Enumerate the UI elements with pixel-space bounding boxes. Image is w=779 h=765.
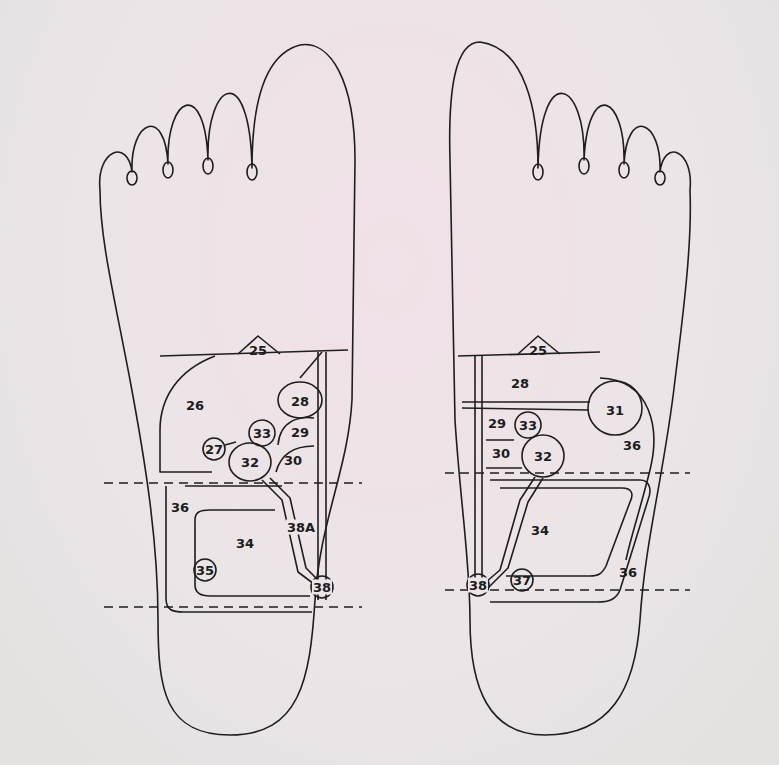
callout-number: 32 [240,455,260,470]
callout-number: 38 [468,578,488,593]
callout-number: 38A [286,520,316,535]
zone-line [490,480,650,602]
zone-outline [522,435,564,477]
toe-crease [163,162,173,178]
callout-number: 35 [195,563,215,578]
zone-line [500,488,632,576]
callout-number: 36 [622,438,642,453]
zone-circle [467,574,489,596]
toe-crease [655,171,665,185]
zone-line [317,352,319,600]
callout-number: 33 [518,418,538,433]
zone-line [278,418,314,445]
callout-number: 29 [487,416,507,431]
toe-crease [203,158,213,174]
zone-line [166,486,312,612]
zone-circle [515,412,541,438]
zone-line [270,478,316,578]
foot-outline [100,45,355,735]
zone-circle [194,559,216,581]
zone-line [486,477,535,582]
toe-crease [127,171,137,185]
guide-line [104,482,362,483]
callout-number: 29 [290,425,310,440]
zone-outline [278,382,322,418]
callout-number: 33 [252,426,272,441]
foot-outline [450,42,691,735]
zone-line [474,356,476,592]
callout-number: 34 [235,536,255,551]
callout-number: 34 [530,523,550,538]
guide-line [104,606,362,607]
callout-number: 28 [290,394,310,409]
callout-number: 28 [510,376,530,391]
toe-crease [579,158,589,174]
zone-line [225,442,236,445]
toe-crease [247,164,257,180]
zone-line [185,485,282,487]
zone-circle [511,569,533,591]
zone-line [481,356,483,592]
toe-crease [619,162,629,178]
zone-line [276,446,314,472]
zone-circle [311,576,333,598]
zone-circle [203,438,225,460]
callout-number: 26 [185,398,205,413]
callout-number: 30 [491,446,511,461]
zone-line [325,352,327,600]
guide-line [445,472,690,473]
callout-number: 32 [533,449,553,464]
callout-number: 36 [618,565,638,580]
zone-circle [249,420,275,446]
callout-number: 37 [512,573,532,588]
zone-line [600,378,654,560]
zone-line [486,440,522,468]
callout-number: 27 [204,442,224,457]
callout-number: 31 [605,403,625,418]
toe-crease [533,164,543,180]
zone-outline [229,443,271,481]
callout-number: 30 [283,453,303,468]
callout-number: 36 [170,500,190,515]
callout-number: 38 [312,580,332,595]
callout-number: 25 [248,343,268,358]
callout-number: 25 [528,343,548,358]
